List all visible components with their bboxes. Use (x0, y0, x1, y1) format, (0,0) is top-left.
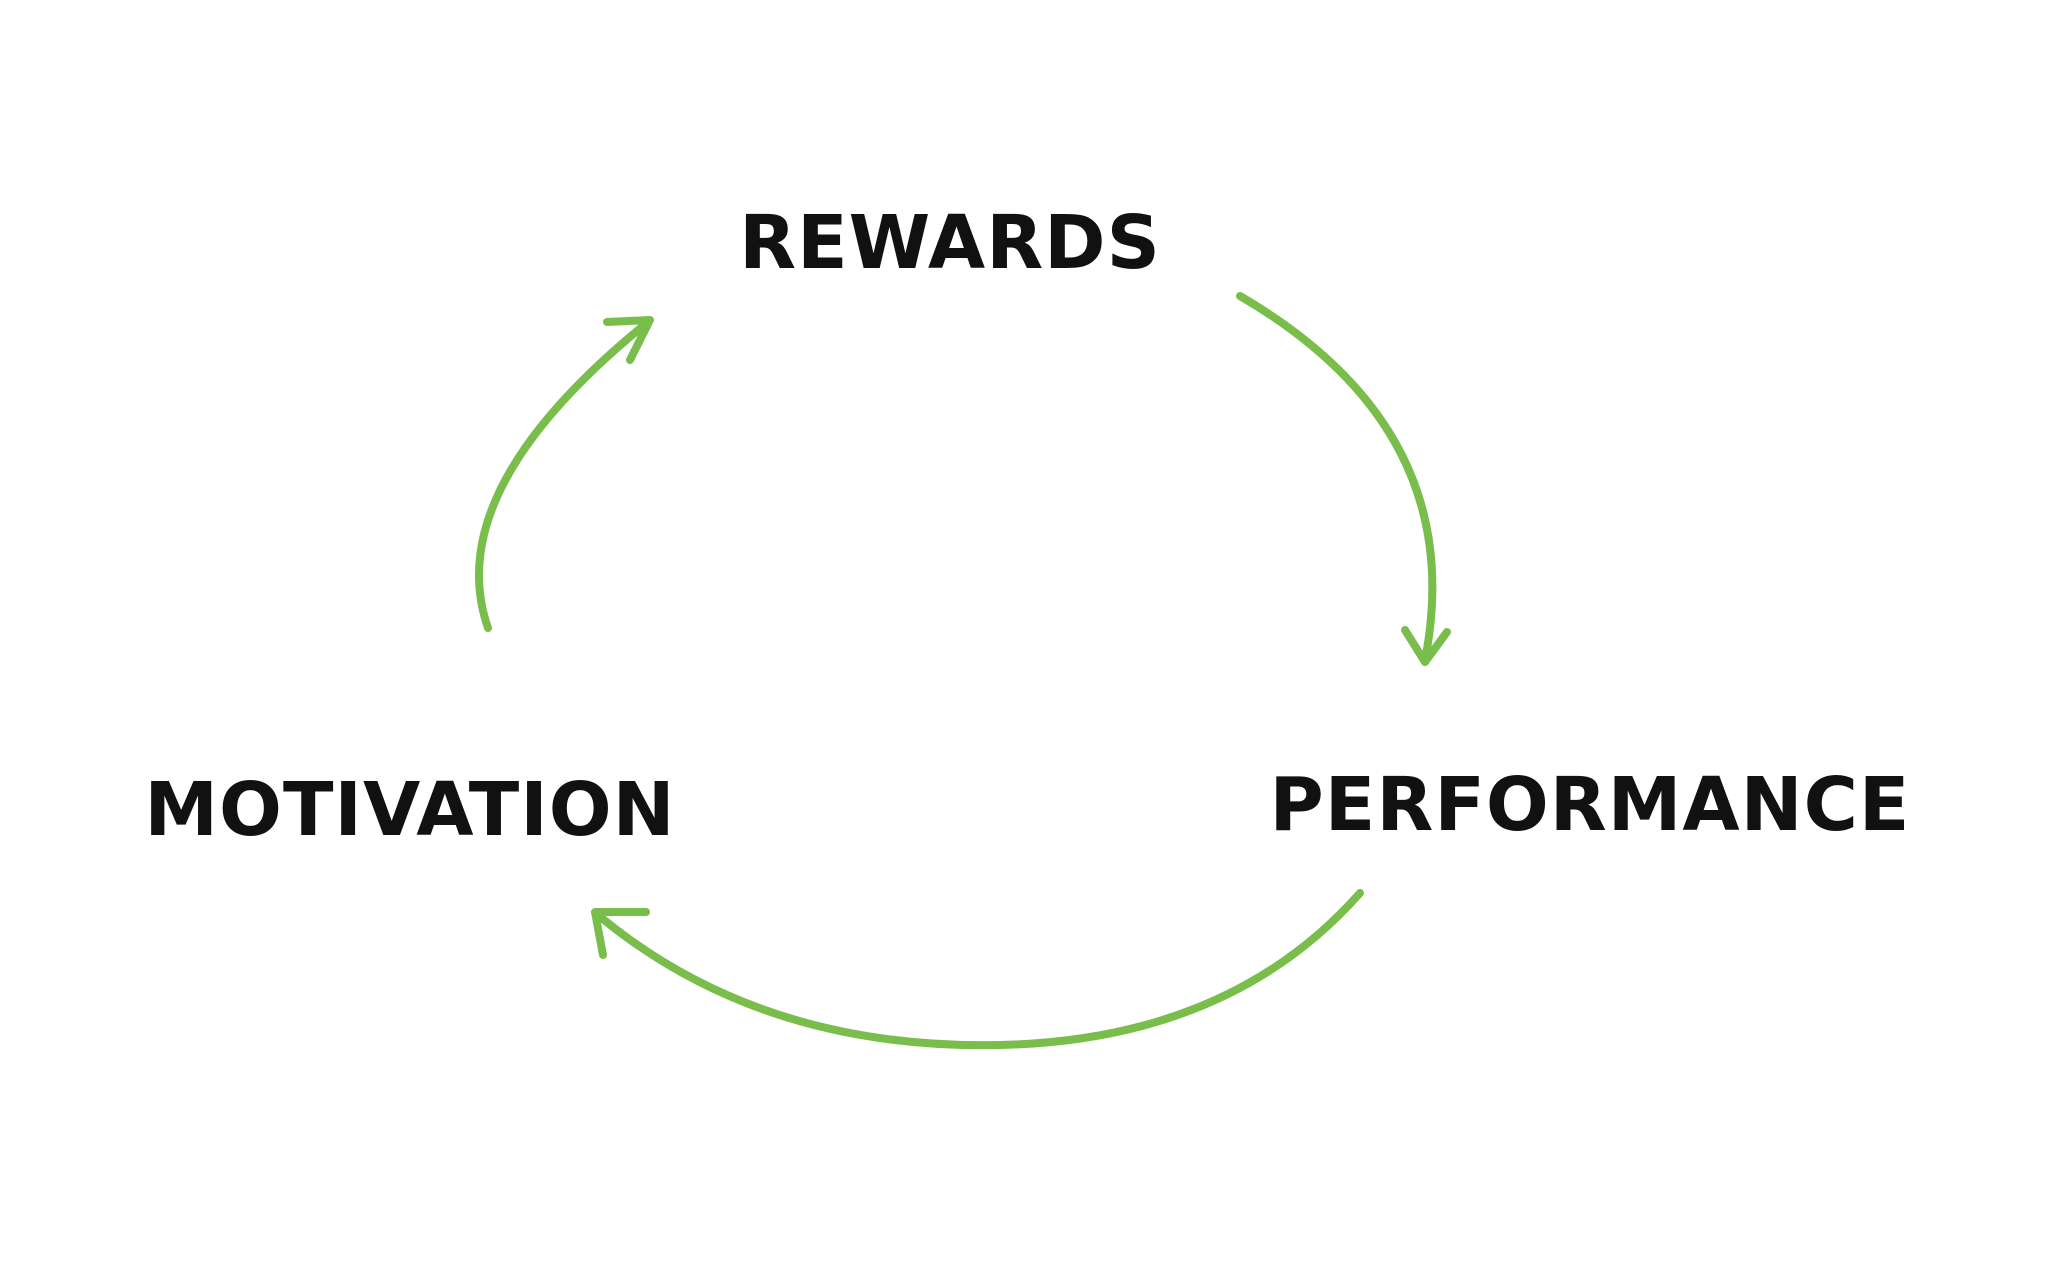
arrow-performance-to-motivation-shaft (594, 889, 1364, 1050)
arrow-motivation-to-rewards (475, 316, 654, 632)
node-performance-label: PERFORMANCE (1270, 762, 1911, 848)
arrow-rewards-to-performance-shaft (1236, 292, 1437, 664)
arrow-rewards-to-performance-head (1401, 626, 1451, 666)
arrow-rewards-to-performance (1236, 292, 1451, 666)
node-rewards-label: REWARDS (739, 200, 1161, 286)
arrow-performance-to-motivation-head (591, 908, 650, 959)
arrow-performance-to-motivation (591, 889, 1364, 1050)
node-motivation-label: MOTIVATION (144, 767, 675, 853)
arrow-motivation-to-rewards-head (603, 316, 654, 364)
arrow-motivation-to-rewards-shaft (475, 318, 652, 632)
